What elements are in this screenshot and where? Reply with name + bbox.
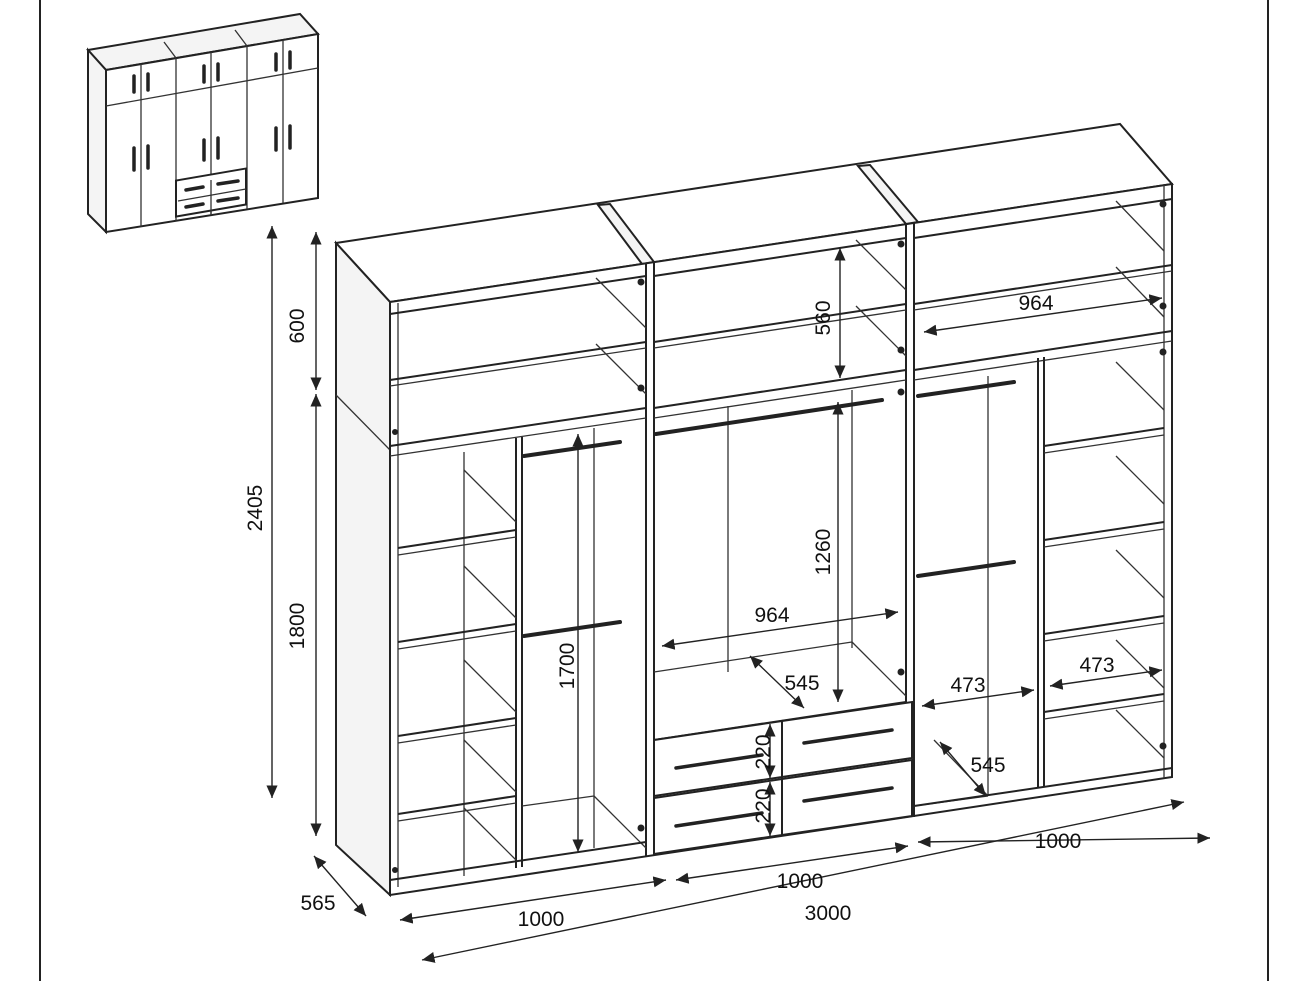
label-top-inner-width: 964 xyxy=(1018,292,1053,315)
label-depth: 565 xyxy=(300,892,335,915)
label-hanging-height-middle: 1260 xyxy=(812,529,835,576)
label-right-width: 1000 xyxy=(1035,830,1082,853)
label-total-height: 2405 xyxy=(244,485,267,532)
dimension-lines xyxy=(266,226,1211,963)
label-lower-section-height: 1800 xyxy=(286,603,309,650)
label-top-inner-height: 560 xyxy=(812,300,835,335)
label-left-width: 1000 xyxy=(518,908,565,931)
front-frame xyxy=(389,182,1173,897)
thumbnail-closed-wardrobe xyxy=(86,12,320,235)
main-wardrobe xyxy=(333,122,1174,898)
label-middle-inner-depth: 545 xyxy=(784,672,819,695)
label-middle-inner-width: 964 xyxy=(754,604,789,627)
label-hanging-height-left: 1700 xyxy=(556,643,579,690)
label-drawer-height-top: 220 xyxy=(752,734,775,769)
label-right-inner-depth: 545 xyxy=(970,754,1005,777)
label-right-shelf-width: 473 xyxy=(1079,654,1114,677)
label-drawer-height-bottom: 220 xyxy=(752,788,775,823)
left-side-panel xyxy=(335,240,391,898)
label-middle-width: 1000 xyxy=(777,870,824,893)
label-total-width: 3000 xyxy=(805,902,852,925)
label-right-hanging-width: 473 xyxy=(950,674,985,697)
label-top-section-height: 600 xyxy=(286,308,309,343)
